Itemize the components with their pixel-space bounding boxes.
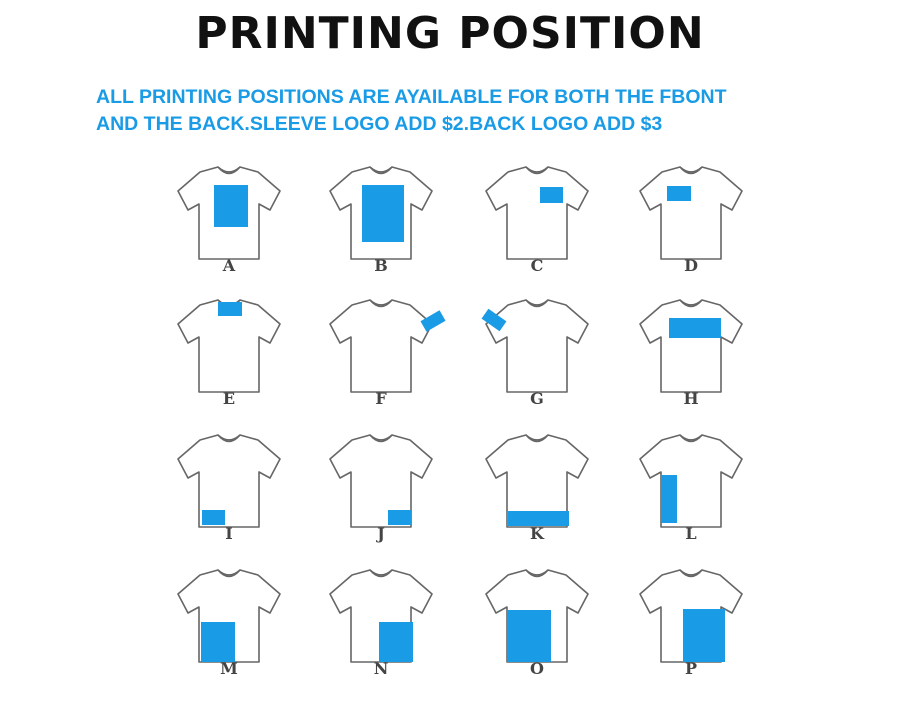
position-letter: A	[222, 256, 236, 275]
t-shirt-icon	[639, 569, 743, 663]
t-shirt-outline	[177, 434, 281, 528]
print-area	[420, 310, 446, 332]
t-shirt-outline	[329, 434, 433, 528]
print-position-b: B	[329, 160, 450, 300]
position-letter: P	[684, 659, 698, 678]
t-shirt-collar	[525, 569, 549, 578]
t-shirt-icon	[177, 299, 281, 393]
t-shirt-collar	[679, 434, 703, 443]
print-area	[362, 185, 404, 242]
print-area	[507, 610, 551, 662]
position-letter: M	[220, 659, 238, 678]
print-area	[379, 622, 413, 662]
position-letter: G	[530, 389, 544, 408]
t-shirt-icon	[329, 569, 433, 663]
t-shirt-icon	[485, 166, 589, 260]
position-letter: D	[684, 256, 698, 275]
position-letter: H	[683, 389, 699, 408]
print-position-i: I	[177, 428, 298, 568]
print-position-o: O	[485, 563, 606, 703]
print-area	[218, 302, 242, 316]
print-area	[667, 186, 691, 201]
t-shirt-collar	[369, 434, 393, 443]
position-letter: I	[225, 524, 233, 543]
pricing-note: ALL PRINTING POSITIONS ARE AYAILABLE FOR…	[96, 84, 886, 138]
position-letter: O	[530, 659, 544, 678]
t-shirt-outline	[485, 299, 589, 393]
print-position-l: L	[639, 428, 760, 568]
t-shirt-icon	[177, 569, 281, 663]
t-shirt-outline	[329, 299, 433, 393]
t-shirt-collar	[217, 569, 241, 578]
position-letter: F	[375, 389, 387, 408]
t-shirt-icon	[485, 569, 589, 663]
t-shirt-outline	[639, 299, 743, 393]
print-position-g: G	[481, 293, 606, 433]
print-position-a: A	[177, 160, 298, 300]
t-shirt-icon	[329, 299, 446, 393]
position-letter: N	[373, 659, 389, 678]
t-shirt-icon	[485, 434, 589, 528]
t-shirt-icon	[177, 434, 281, 528]
print-position-n: N	[329, 563, 450, 703]
print-area	[202, 510, 225, 525]
t-shirt-collar	[369, 166, 393, 175]
print-area	[481, 308, 507, 332]
t-shirt-outline	[639, 166, 743, 260]
print-area	[540, 187, 563, 203]
pricing-note-line-1: ALL PRINTING POSITIONS ARE AYAILABLE FOR…	[96, 86, 727, 108]
print-area	[508, 511, 569, 526]
t-shirt-icon	[329, 166, 433, 260]
position-letter: J	[377, 524, 385, 543]
t-shirt-icon	[639, 299, 743, 393]
position-letter: L	[685, 524, 697, 543]
position-letter: B	[374, 256, 388, 275]
position-letter: C	[530, 256, 544, 275]
print-position-k: K	[485, 428, 606, 568]
t-shirt-collar	[369, 569, 393, 578]
t-shirt-icon	[639, 434, 743, 528]
print-position-j: J	[329, 428, 450, 568]
print-area	[661, 475, 677, 523]
t-shirt-collar	[679, 299, 703, 308]
t-shirt-icon	[177, 166, 281, 260]
t-shirt-collar	[679, 166, 703, 175]
t-shirt-icon	[481, 299, 589, 393]
print-area	[388, 510, 411, 525]
t-shirt-collar	[525, 299, 549, 308]
t-shirt-outline	[639, 434, 743, 528]
print-position-d: D	[639, 160, 760, 300]
t-shirt-collar	[217, 166, 241, 175]
t-shirt-outline	[485, 434, 589, 528]
print-position-h: H	[639, 293, 760, 433]
print-position-e: E	[177, 293, 298, 433]
print-position-p: P	[639, 563, 760, 703]
position-letter: K	[530, 524, 544, 543]
print-area	[669, 318, 721, 338]
t-shirt-collar	[369, 299, 393, 308]
pricing-note-line-2: AND THE BACK.SLEEVE LOGO ADD $2.BACK LOG…	[96, 113, 663, 135]
t-shirt-icon	[639, 166, 743, 260]
t-shirt-collar	[679, 569, 703, 578]
position-letter: E	[222, 389, 236, 408]
page-title: PRINTING POSITION	[195, 8, 705, 59]
t-shirt-collar	[217, 434, 241, 443]
print-area	[214, 185, 248, 227]
print-position-c: C	[485, 160, 606, 300]
t-shirt-collar	[525, 434, 549, 443]
print-position-f: F	[329, 293, 450, 433]
print-area	[683, 609, 725, 662]
t-shirt-collar	[525, 166, 549, 175]
print-area	[201, 622, 235, 662]
t-shirt-outline	[485, 166, 589, 260]
t-shirt-icon	[329, 434, 433, 528]
print-position-m: M	[177, 563, 298, 703]
